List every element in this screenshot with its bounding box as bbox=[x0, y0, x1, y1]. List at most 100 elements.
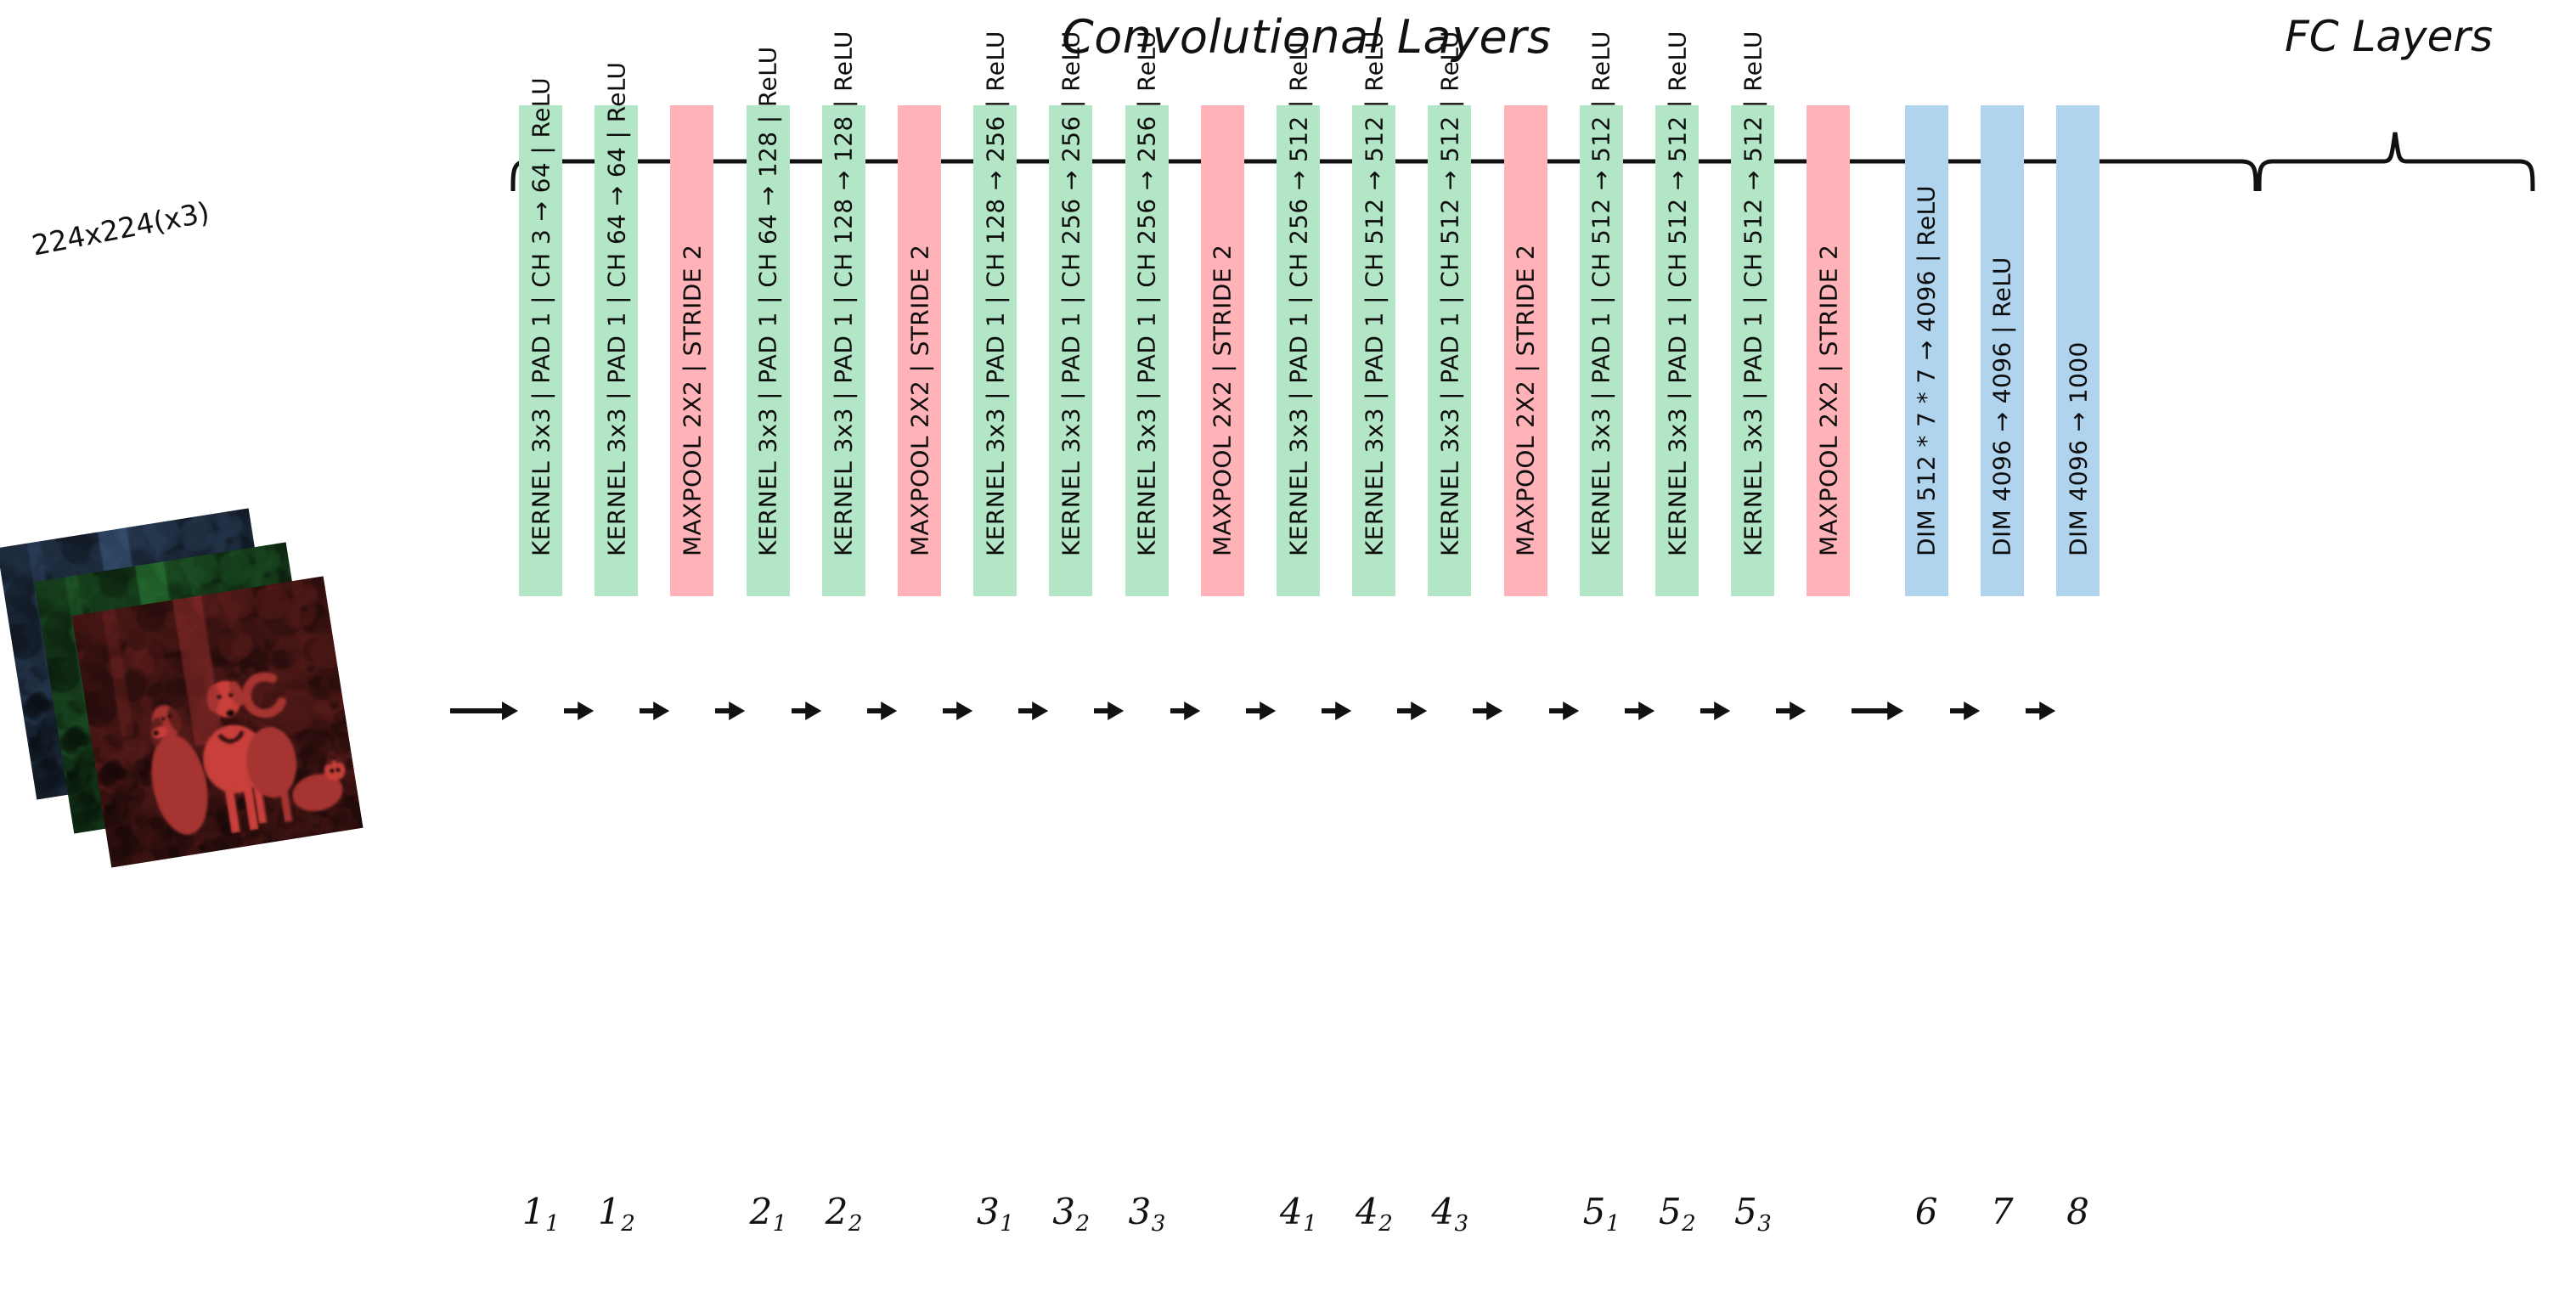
flow-arrow bbox=[715, 702, 746, 720]
layer-bar-label: MAXPOOL 2X2 | STRIDE 2 bbox=[1208, 244, 1237, 556]
layer-bar-label: KERNEL 3x3 | PAD 1 | CH 128 → 256 | ReLU bbox=[981, 31, 1010, 556]
layer-index-number: 3 bbox=[1128, 1191, 1152, 1232]
layer-bar-fc-19[interactable]: DIM 512 * 7 * 7 → 4096 | ReLU bbox=[1904, 105, 1948, 596]
layer-bar-label: KERNEL 3x3 | PAD 1 | CH 256 → 256 | ReLU bbox=[1132, 31, 1161, 556]
layer-index-number: 1 bbox=[521, 1191, 545, 1232]
layer-index-subscript: 1 bbox=[772, 1211, 787, 1237]
layer-bar-label: KERNEL 3x3 | PAD 1 | CH 3 → 64 | ReLU bbox=[527, 76, 555, 556]
layer-index-number: 5 bbox=[1658, 1191, 1682, 1232]
layer-index-number: 4 bbox=[1356, 1191, 1378, 1232]
flow-arrow bbox=[866, 702, 897, 720]
layer-bar-label: KERNEL 3x3 | PAD 1 | CH 512 → 512 | ReLU bbox=[1587, 31, 1615, 556]
layer-bar-label: KERNEL 3x3 | PAD 1 | CH 512 → 512 | ReLU bbox=[1435, 31, 1464, 556]
flow-arrow bbox=[1094, 702, 1125, 720]
layer-index-number: 3 bbox=[1052, 1191, 1075, 1232]
layer-index-label-33: 33 bbox=[1128, 1191, 1165, 1237]
layer-index-label-31: 31 bbox=[977, 1191, 1014, 1237]
layer-bar-pool-3[interactable]: MAXPOOL 2X2 | STRIDE 2 bbox=[670, 105, 714, 596]
layer-bar-label: KERNEL 3x3 | PAD 1 | CH 512 → 512 | ReLU bbox=[1360, 31, 1389, 556]
layer-bar-label: KERNEL 3x3 | PAD 1 | CH 256 → 512 | ReLU bbox=[1284, 31, 1312, 556]
layer-bar-conv-15[interactable]: KERNEL 3x3 | PAD 1 | CH 512 → 512 | ReLU bbox=[1579, 31, 1623, 596]
layer-bar-conv-9[interactable]: KERNEL 3x3 | PAD 1 | CH 256 → 256 | ReLU bbox=[1125, 31, 1169, 596]
layer-bar-conv-17[interactable]: KERNEL 3x3 | PAD 1 | CH 512 → 512 | ReLU bbox=[1731, 31, 1775, 596]
layer-index-label-53: 53 bbox=[1734, 1191, 1772, 1237]
flow-arrow bbox=[1245, 702, 1276, 720]
layer-index-number: 8 bbox=[2066, 1191, 2089, 1232]
layer-bar-label: MAXPOOL 2X2 | STRIDE 2 bbox=[678, 244, 707, 556]
layer-index-subscript: 2 bbox=[848, 1211, 863, 1237]
flow-arrow bbox=[1170, 702, 1200, 720]
flow-arrow bbox=[1699, 702, 1731, 720]
layer-bar-fc-21[interactable]: DIM 4096 → 1000 bbox=[2056, 105, 2100, 596]
layer-bar-conv-16[interactable]: KERNEL 3x3 | PAD 1 | CH 512 → 512 | ReLU bbox=[1655, 31, 1699, 596]
layer-index-subscript: 2 bbox=[1378, 1211, 1393, 1237]
layer-index-label-21: 21 bbox=[749, 1191, 786, 1237]
layer-index-subscript: 3 bbox=[1151, 1211, 1166, 1237]
flow-arrow bbox=[1624, 702, 1654, 720]
input-flow-arrow bbox=[450, 702, 518, 720]
layer-bar-conv-8[interactable]: KERNEL 3x3 | PAD 1 | CH 256 → 256 | ReLU bbox=[1049, 31, 1093, 596]
flow-arrow bbox=[1949, 702, 1980, 720]
layer-index-number: 1 bbox=[598, 1191, 621, 1232]
layer-index-label-43: 43 bbox=[1431, 1191, 1468, 1237]
layer-bar-conv-2[interactable]: KERNEL 3x3 | PAD 1 | CH 64 → 64 | ReLU bbox=[595, 62, 639, 596]
convolutional-layers-title: Convolutional Layers bbox=[1062, 10, 1552, 64]
flow-arrow bbox=[1776, 702, 1807, 720]
layer-bar-label: DIM 4096 → 4096 | ReLU bbox=[1987, 256, 2016, 556]
layer-index-label-11: 11 bbox=[521, 1191, 560, 1237]
layer-index-number: 3 bbox=[977, 1191, 1000, 1232]
layer-index-label-7: 7 bbox=[1991, 1191, 2014, 1232]
fc-layers-title: FC Layers bbox=[2285, 12, 2494, 61]
layer-index-number: 5 bbox=[1582, 1191, 1606, 1232]
layer-index-label-12: 12 bbox=[598, 1191, 635, 1237]
layer-index-label-22: 22 bbox=[825, 1191, 863, 1237]
layer-index-subscript: 3 bbox=[1757, 1211, 1772, 1237]
layer-bar-conv-7[interactable]: KERNEL 3x3 | PAD 1 | CH 128 → 256 | ReLU bbox=[973, 31, 1017, 596]
layer-bar-fc-20[interactable]: DIM 4096 → 4096 | ReLU bbox=[1980, 105, 2024, 596]
layer-index-label-8: 8 bbox=[2066, 1191, 2089, 1232]
flow-arrow bbox=[1397, 702, 1428, 720]
layer-bar-pool-14[interactable]: MAXPOOL 2X2 | STRIDE 2 bbox=[1503, 105, 1547, 596]
layer-bar-label: KERNEL 3x3 | PAD 1 | CH 64 → 128 | ReLU bbox=[753, 46, 782, 556]
layer-index-subscript: 2 bbox=[1075, 1211, 1091, 1237]
layer-bar-conv-12[interactable]: KERNEL 3x3 | PAD 1 | CH 512 → 512 | ReLU bbox=[1352, 31, 1396, 596]
layer-bar-pool-6[interactable]: MAXPOOL 2X2 | STRIDE 2 bbox=[898, 105, 941, 596]
layer-bar-conv-4[interactable]: KERNEL 3x3 | PAD 1 | CH 64 → 128 | ReLU bbox=[746, 46, 790, 596]
flow-arrow bbox=[1473, 702, 1503, 720]
layer-index-subscript: 2 bbox=[1682, 1211, 1696, 1237]
layer-bar-label: KERNEL 3x3 | PAD 1 | CH 512 → 512 | ReLU bbox=[1739, 31, 1767, 556]
layer-bar-label: KERNEL 3x3 | PAD 1 | CH 512 → 512 | ReLU bbox=[1663, 31, 1691, 556]
layer-index-number: 2 bbox=[825, 1191, 848, 1232]
layer-bar-pool-10[interactable]: MAXPOOL 2X2 | STRIDE 2 bbox=[1200, 105, 1244, 596]
layer-index-subscript: 1 bbox=[545, 1211, 560, 1237]
layer-bar-conv-11[interactable]: KERNEL 3x3 | PAD 1 | CH 256 → 512 | ReLU bbox=[1277, 31, 1320, 596]
fc-layers-brace bbox=[2257, 132, 2535, 191]
layer-bar-conv-5[interactable]: KERNEL 3x3 | PAD 1 | CH 128 → 128 | ReLU bbox=[821, 31, 865, 596]
layer-index-number: 4 bbox=[1431, 1191, 1454, 1232]
flow-arrow bbox=[2025, 702, 2055, 720]
layer-bar-conv-13[interactable]: KERNEL 3x3 | PAD 1 | CH 512 → 512 | ReLU bbox=[1428, 31, 1472, 596]
layer-index-label-6: 6 bbox=[1915, 1191, 1938, 1232]
layer-bar-conv-1[interactable]: KERNEL 3x3 | PAD 1 | CH 3 → 64 | ReLU bbox=[519, 77, 562, 596]
layer-bar-pool-18[interactable]: MAXPOOL 2X2 | STRIDE 2 bbox=[1807, 105, 1851, 596]
layer-index-number: 7 bbox=[1990, 1191, 2014, 1232]
layer-bar-label: KERNEL 3x3 | PAD 1 | CH 128 → 128 | ReLU bbox=[829, 31, 858, 556]
flow-arrow bbox=[640, 702, 670, 720]
layer-bar-label: KERNEL 3x3 | PAD 1 | CH 256 → 256 | ReLU bbox=[1057, 31, 1085, 556]
layer-index-subscript: 1 bbox=[1605, 1211, 1621, 1237]
layer-bar-label: MAXPOOL 2X2 | STRIDE 2 bbox=[1511, 244, 1540, 556]
layer-bar-label: DIM 4096 → 1000 bbox=[2064, 341, 2092, 556]
layer-index-label-32: 32 bbox=[1052, 1191, 1090, 1237]
layer-bar-label: MAXPOOL 2X2 | STRIDE 2 bbox=[1814, 244, 1843, 556]
flow-arrow bbox=[942, 702, 973, 720]
flow-arrow bbox=[1852, 702, 1904, 720]
layer-index-subscript: 1 bbox=[1000, 1211, 1014, 1237]
layer-index-number: 4 bbox=[1279, 1191, 1303, 1232]
layer-index-label-52: 52 bbox=[1658, 1191, 1696, 1237]
layer-bar-label: DIM 512 * 7 * 7 → 4096 | ReLU bbox=[1912, 184, 1941, 556]
flow-arrow bbox=[791, 702, 821, 720]
layer-index-label-42: 42 bbox=[1356, 1191, 1393, 1237]
flow-arrow bbox=[1018, 702, 1049, 720]
layer-index-number: 5 bbox=[1734, 1191, 1757, 1232]
